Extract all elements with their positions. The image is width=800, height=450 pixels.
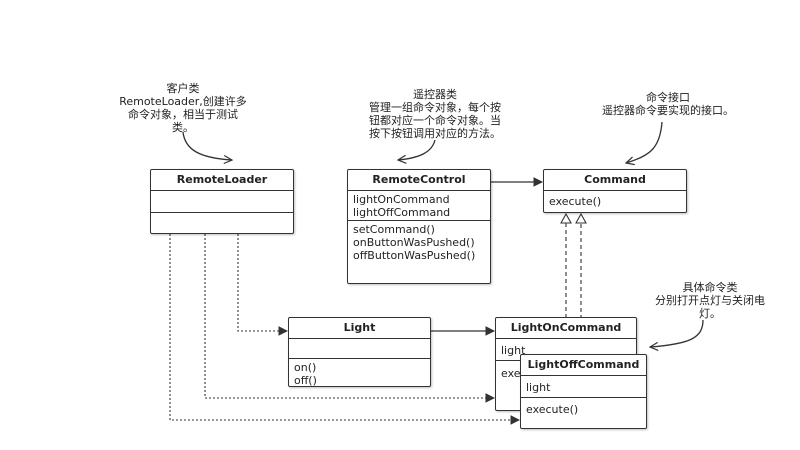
field: lightOnCommand [353,193,450,206]
note-concrete-line: 具体命令类 [682,281,738,294]
method: execute() [526,403,579,416]
note-remote-line: 钮都对应一个命令对象。当 [369,114,501,127]
method: on() [294,361,317,374]
note-client-line: 类。 [172,121,194,134]
class-name: Light [289,318,430,339]
note-client-line: 命令对象，相当于测试 [128,108,238,121]
class-fields: light [521,376,646,398]
class-lightoffcommand[interactable]: LightOffCommand light execute() [520,354,647,429]
method: exe [501,367,521,380]
class-name: RemoteControl [348,170,490,191]
note-concrete-line: 分别打开点灯与关闭电 [655,294,765,307]
note-remote: 遥控器类 管理一组命令对象，每个按 钮都对应一个命令对象。当 按下按钮调用对应的… [360,88,510,140]
dependency-remoteloader-lightoffcommand [169,234,519,420]
class-fields [289,339,430,359]
class-methods: setCommand() onButtonWasPushed() offButt… [348,221,490,264]
class-methods: on() off() [289,359,430,389]
class-fields [151,191,293,213]
note-client-line: RemoteLoader,创建许多 [119,95,247,108]
note-remote-line: 按下按钮调用对应的方法。 [369,127,501,140]
note-command-line: 遥控器命令要实现的接口。 [602,104,734,117]
note-remote-line: 管理一组命令对象，每个按 [369,101,501,114]
class-remotecontrol[interactable]: RemoteControl lightOnCommand lightOffCom… [347,169,491,284]
method: setCommand() [353,223,435,236]
note-pointer-client [182,131,232,160]
dependency-remoteloader-light [237,234,287,331]
class-name: RemoteLoader [151,170,293,191]
method: execute() [549,195,602,208]
method: offButtonWasPushed() [353,249,476,262]
field: lightOffCommand [353,206,451,219]
note-remote-line: 遥控器类 [413,88,457,101]
note-pointer-concrete [650,319,704,347]
note-client-line: 客户类 [166,82,200,95]
method: onButtonWasPushed() [353,236,475,249]
class-name: Command [544,170,686,191]
class-methods: execute() [521,398,646,418]
class-fields: lightOnCommand lightOffCommand [348,191,490,221]
note-command-line: 命令接口 [646,91,690,104]
class-methods: exe [496,361,636,382]
note-concrete: 具体命令类 分别打开点灯与关闭电 灯。 [650,281,770,320]
note-concrete-line: 灯。 [699,307,721,320]
note-client: 客户类 RemoteLoader,创建许多 命令对象，相当于测试 类。 [113,82,253,134]
class-methods [151,213,293,234]
dependency-remoteloader-lightoncommand [204,234,494,398]
field: light [501,344,526,357]
class-remoteloader[interactable]: RemoteLoader [150,169,294,234]
note-command: 命令接口 遥控器命令要实现的接口。 [598,91,738,117]
class-light[interactable]: Light on() off() [288,317,431,387]
class-name: LightOnCommand [496,318,636,339]
method: off() [294,374,317,387]
note-pointer-command [626,121,663,163]
class-command[interactable]: Command execute() [543,169,687,213]
field: light [526,381,551,394]
note-pointer-remote [398,139,436,160]
class-name: LightOffCommand [521,355,646,376]
class-methods: execute() [544,191,686,210]
